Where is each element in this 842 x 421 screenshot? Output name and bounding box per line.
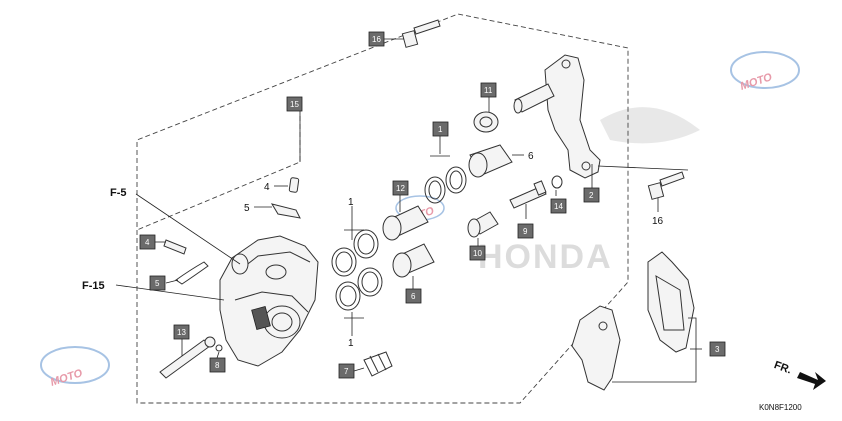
watermark-text: HONDA <box>478 238 613 276</box>
bleeder-cap <box>288 177 300 193</box>
bleeder-valve <box>163 239 187 255</box>
tag-4: 4 <box>139 234 156 250</box>
bleeder-bracket <box>270 203 301 219</box>
svg-text:5: 5 <box>155 279 160 288</box>
drawing-code: K0N8F1200 <box>759 403 802 412</box>
tag-15: 15 <box>286 96 303 112</box>
tag-5: 5 <box>149 275 166 291</box>
slide-pin <box>509 180 547 209</box>
ref-f5-label: F-5 <box>110 187 127 199</box>
tag-8: 8 <box>209 357 226 373</box>
label-1-kit-upper: 1 <box>348 197 354 208</box>
tag-16-top: 16 <box>368 31 385 47</box>
tag-2: 2 <box>583 187 600 203</box>
tag-7: 7 <box>338 363 355 379</box>
label-16: 16 <box>652 216 664 227</box>
brake-pad-inner <box>571 305 621 391</box>
svg-text:2: 2 <box>589 191 594 200</box>
tag-13: 13 <box>173 324 190 340</box>
piston-boot <box>473 111 499 133</box>
piston-pair <box>382 205 435 278</box>
svg-text:6: 6 <box>411 292 416 301</box>
seal-rings-lower <box>331 229 383 311</box>
label-6: 6 <box>528 151 534 162</box>
svg-text:8: 8 <box>215 361 220 370</box>
ref-f15-label: F-15 <box>82 280 105 292</box>
bolt-top <box>401 19 441 48</box>
svg-text:11: 11 <box>484 86 493 95</box>
front-direction-arrow: FR. <box>772 359 826 390</box>
svg-text:16: 16 <box>372 35 381 44</box>
svg-text:12: 12 <box>396 184 405 193</box>
bolt-right <box>647 171 685 200</box>
label-1-kit-lower: 1 <box>348 338 354 349</box>
tag-9: 9 <box>517 223 534 239</box>
seal-rings-upper <box>424 166 467 204</box>
tag-12: 12 <box>392 180 409 196</box>
moto-logo-bottom-left: MOTO <box>40 346 110 389</box>
tag-3: 3 <box>709 341 726 357</box>
svg-text:13: 13 <box>177 328 186 337</box>
svg-text:10: 10 <box>473 249 482 258</box>
leader-lines <box>115 38 702 383</box>
svg-text:14: 14 <box>554 202 563 211</box>
tag-14: 14 <box>550 198 567 214</box>
pin-clip <box>215 344 223 352</box>
tag-10: 10 <box>469 245 486 261</box>
pad-spring <box>363 351 393 377</box>
brake-pad-outer <box>647 251 695 353</box>
svg-text:15: 15 <box>290 100 299 109</box>
caliper-body <box>219 235 319 367</box>
tag-11: 11 <box>480 82 497 98</box>
brand-watermark: HONDA <box>478 107 700 276</box>
moto-logo-text: MOTO <box>739 71 774 93</box>
tag-6-lower: 6 <box>405 288 422 304</box>
label-5: 5 <box>244 203 250 214</box>
svg-text:7: 7 <box>344 367 349 376</box>
pad-pin <box>159 336 216 379</box>
assembly-boundary <box>136 13 629 404</box>
svg-text:4: 4 <box>145 238 150 247</box>
svg-text:3: 3 <box>715 345 720 354</box>
direction-label: FR. <box>772 359 793 376</box>
moto-logo-top-right: MOTO <box>730 51 800 93</box>
moto-logo-text: MOTO <box>49 367 84 389</box>
piston-upper-right <box>468 144 513 178</box>
tag-1-upper: 1 <box>432 121 449 137</box>
caliper-bracket <box>513 54 601 179</box>
svg-text:9: 9 <box>523 227 528 236</box>
small-seal <box>551 175 563 189</box>
label-4: 4 <box>264 182 270 193</box>
svg-text:1: 1 <box>438 125 443 134</box>
kit-boundary <box>136 116 301 231</box>
hose-clip <box>175 261 209 285</box>
slide-pin-boot <box>467 211 499 238</box>
